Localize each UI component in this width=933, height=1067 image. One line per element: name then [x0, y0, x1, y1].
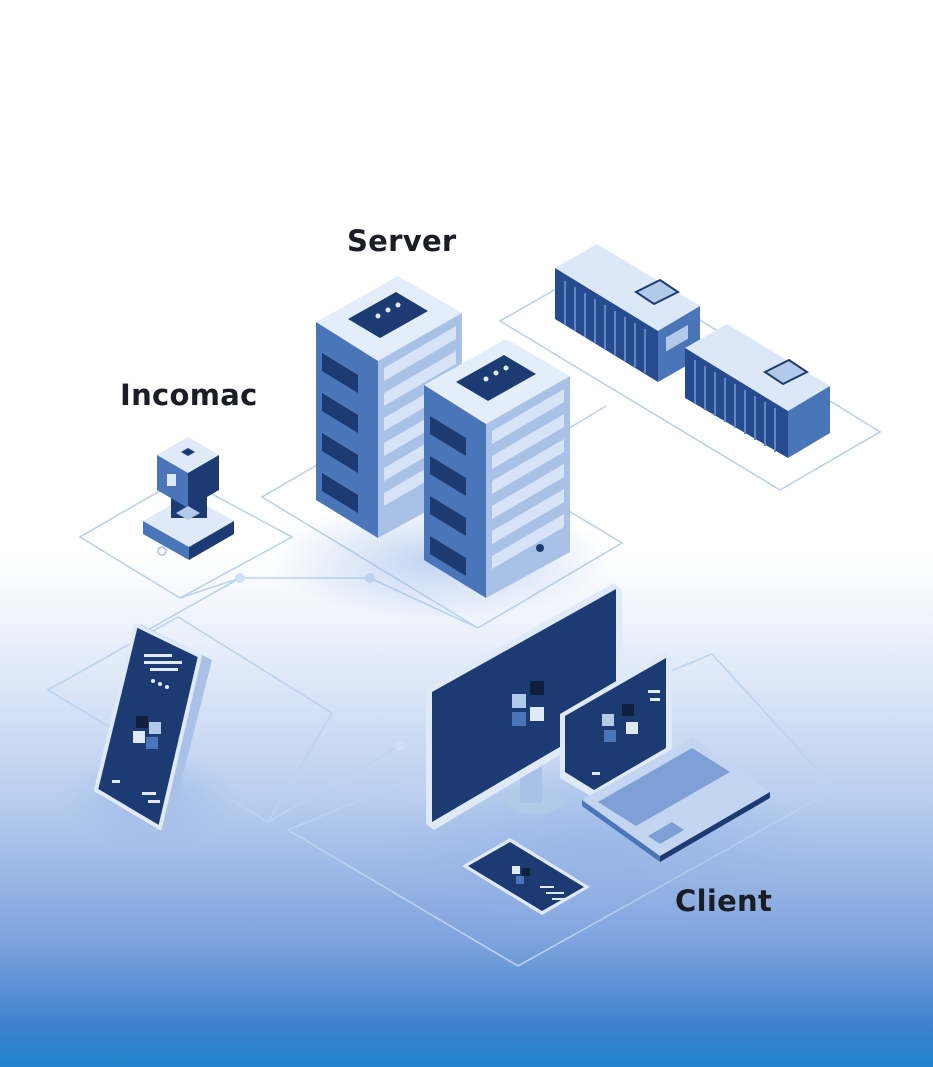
cube-device-icon — [143, 437, 234, 560]
laptop-icon — [560, 652, 770, 862]
server-label: Server — [347, 224, 457, 258]
client-label: Client — [675, 884, 773, 918]
tablet-icon — [462, 838, 590, 915]
storage-container-icon — [685, 324, 830, 458]
smartphone-icon — [94, 623, 212, 834]
server-rack-icon — [424, 339, 570, 598]
desktop-monitor-icon — [426, 583, 622, 830]
storage-container-icon — [555, 244, 700, 382]
server-rack-icon — [316, 276, 462, 538]
incomac-label: Incomac — [120, 378, 258, 412]
